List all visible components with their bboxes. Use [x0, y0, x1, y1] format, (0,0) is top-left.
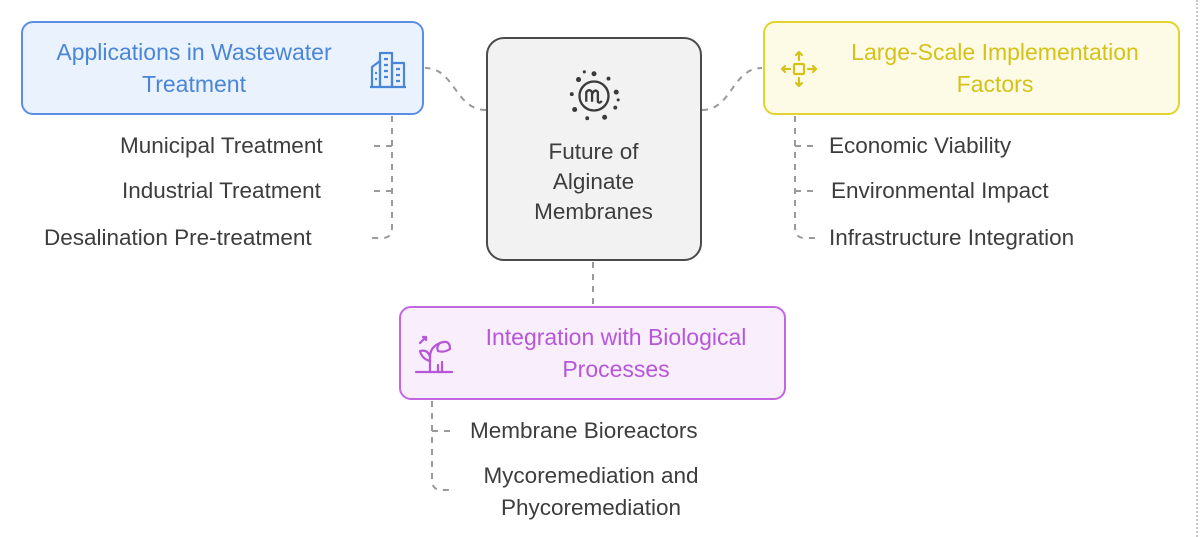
implementation-item-infrastructure: Infrastructure Integration — [829, 225, 1075, 250]
connector-applications-trunk — [370, 116, 393, 239]
city-buildings-icon — [370, 51, 406, 89]
applications-item-municipal: Municipal Treatment — [120, 133, 323, 158]
connector-center-implementation — [701, 67, 763, 111]
center-title: Future of Alginate Membranes — [488, 137, 699, 227]
biological-item-mycoremediation: Mycoremediation and Phycoremediation — [466, 462, 716, 522]
implementation-title-line-1: Large-Scale Implementation — [851, 39, 1139, 65]
center-node: Future of Alginate Membranes — [486, 37, 702, 261]
page-edge-divider — [1196, 0, 1198, 537]
applications-item-desalination: Desalination Pre-treatment — [44, 225, 312, 250]
connector-biological-trunk — [431, 401, 455, 491]
connector-center-applications — [424, 67, 487, 111]
applications-title: Applications in Wastewater Treatment — [29, 36, 359, 100]
implementation-node: Large-Scale Implementation Factors — [763, 21, 1180, 115]
biological-item-mycoremediation-line-2: Phycoremediation — [500, 495, 682, 520]
applications-title-line-2: Treatment — [142, 71, 246, 97]
biological-node: Integration with Biological Processes — [399, 306, 786, 400]
center-title-line-3: Membranes — [534, 199, 653, 224]
biological-title: Integration with Biological Processes — [456, 321, 776, 385]
biological-title-line-1: Integration with Biological — [485, 324, 747, 350]
applications-item-industrial: Industrial Treatment — [122, 178, 321, 203]
center-title-line-2: Alginate — [552, 169, 635, 194]
alginate-molecule-icon — [569, 70, 620, 121]
applications-title-line-1: Applications in Wastewater — [56, 39, 332, 65]
biological-item-mycoremediation-line-1: Mycoremediation and — [483, 463, 699, 488]
biological-item-bioreactors: Membrane Bioreactors — [470, 418, 698, 443]
implementation-title: Large-Scale Implementation Factors — [825, 36, 1165, 100]
implementation-title-line-2: Factors — [956, 71, 1034, 97]
plant-growth-icon — [414, 335, 454, 374]
biological-title-line-2: Processes — [562, 356, 670, 382]
implementation-item-environmental: Environmental Impact — [831, 178, 1049, 203]
connector-implementation-trunk — [794, 116, 818, 239]
implementation-item-economic: Economic Viability — [829, 133, 1012, 158]
applications-node: Applications in Wastewater Treatment — [21, 21, 424, 115]
expand-arrows-icon — [780, 50, 818, 88]
center-title-line-1: Future of — [548, 139, 639, 164]
